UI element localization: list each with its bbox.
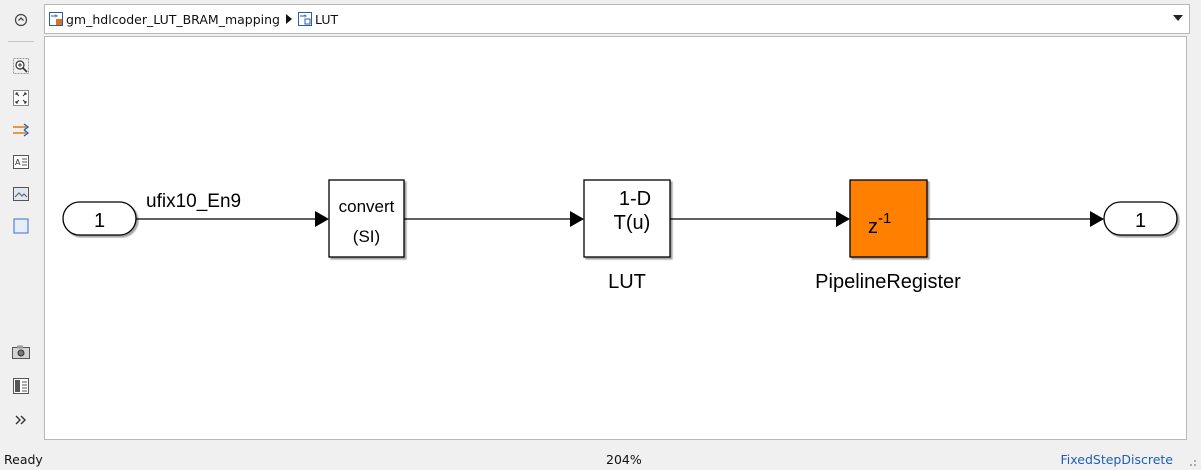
chevron-right-icon xyxy=(285,14,292,24)
outport-block[interactable]: 1 xyxy=(1103,201,1178,236)
convert-label-line1: convert xyxy=(339,197,395,216)
hide-explorer-icon[interactable] xyxy=(9,8,33,32)
block-diagram: 1 ufix10_En9 convert (SI) 1- xyxy=(62,179,1178,293)
status-bar: Ready 204% FixedStepDiscrete xyxy=(0,448,1201,470)
status-text: Ready xyxy=(4,452,43,467)
breadcrumb-item-model[interactable]: gm_hdlcoder_LUT_BRAM_mapping xyxy=(49,12,280,27)
breadcrumb-item-lut[interactable]: LUT xyxy=(297,11,339,27)
vertical-scrollbar[interactable] xyxy=(1187,36,1197,440)
signal-line-2[interactable] xyxy=(404,211,584,227)
delay-label: z-1 xyxy=(868,210,891,238)
inport-label: 1 xyxy=(94,210,105,232)
property-inspector-icon[interactable] xyxy=(9,374,33,398)
more-icon[interactable] xyxy=(9,408,33,432)
signal-line-3[interactable] xyxy=(670,211,850,227)
lookup-table-block[interactable]: 1-D T(u) xyxy=(583,179,671,258)
zoom-level: 204% xyxy=(606,452,642,467)
signal-line-4[interactable] xyxy=(927,211,1104,227)
delay-block-name[interactable]: PipelineRegister xyxy=(815,271,961,293)
breadcrumb-label-lut: LUT xyxy=(314,11,339,27)
outport-label: 1 xyxy=(1135,210,1146,232)
model-icon xyxy=(49,12,63,26)
zoom-in-icon[interactable] xyxy=(9,54,33,78)
convert-label-line2: (SI) xyxy=(353,227,380,246)
image-icon[interactable] xyxy=(9,182,33,206)
signal-routing-icon[interactable] xyxy=(9,118,33,142)
breadcrumb: gm_hdlcoder_LUT_BRAM_mapping LUT xyxy=(44,4,1190,34)
annotation-icon[interactable]: A xyxy=(9,150,33,174)
breadcrumb-label-model: gm_hdlcoder_LUT_BRAM_mapping xyxy=(66,11,280,27)
lut-label-line1: 1-D xyxy=(619,188,651,210)
palette-toolbar: A xyxy=(0,0,42,448)
fit-to-view-icon[interactable] xyxy=(9,86,33,110)
inport-block[interactable]: 1 xyxy=(62,201,137,236)
solver-link[interactable]: FixedStepDiscrete xyxy=(1060,452,1173,467)
resize-grip-icon[interactable] xyxy=(1187,457,1197,467)
chevron-down-icon[interactable] xyxy=(1173,15,1183,21)
area-icon[interactable] xyxy=(9,214,33,238)
svg-text:A: A xyxy=(15,158,21,167)
screenshot-icon[interactable] xyxy=(9,340,33,364)
model-canvas[interactable]: 1 ufix10_En9 convert (SI) 1- xyxy=(44,36,1187,440)
lut-block-name[interactable]: LUT xyxy=(608,271,646,293)
lut-label-line2: T(u) xyxy=(614,212,651,234)
signal-type-label: ufix10_En9 xyxy=(146,191,241,212)
pipeline-register-block[interactable]: z-1 xyxy=(849,179,928,258)
data-type-conversion-block[interactable]: convert (SI) xyxy=(328,179,405,258)
subsystem-icon xyxy=(297,12,312,26)
signal-line-1[interactable] xyxy=(136,211,329,227)
